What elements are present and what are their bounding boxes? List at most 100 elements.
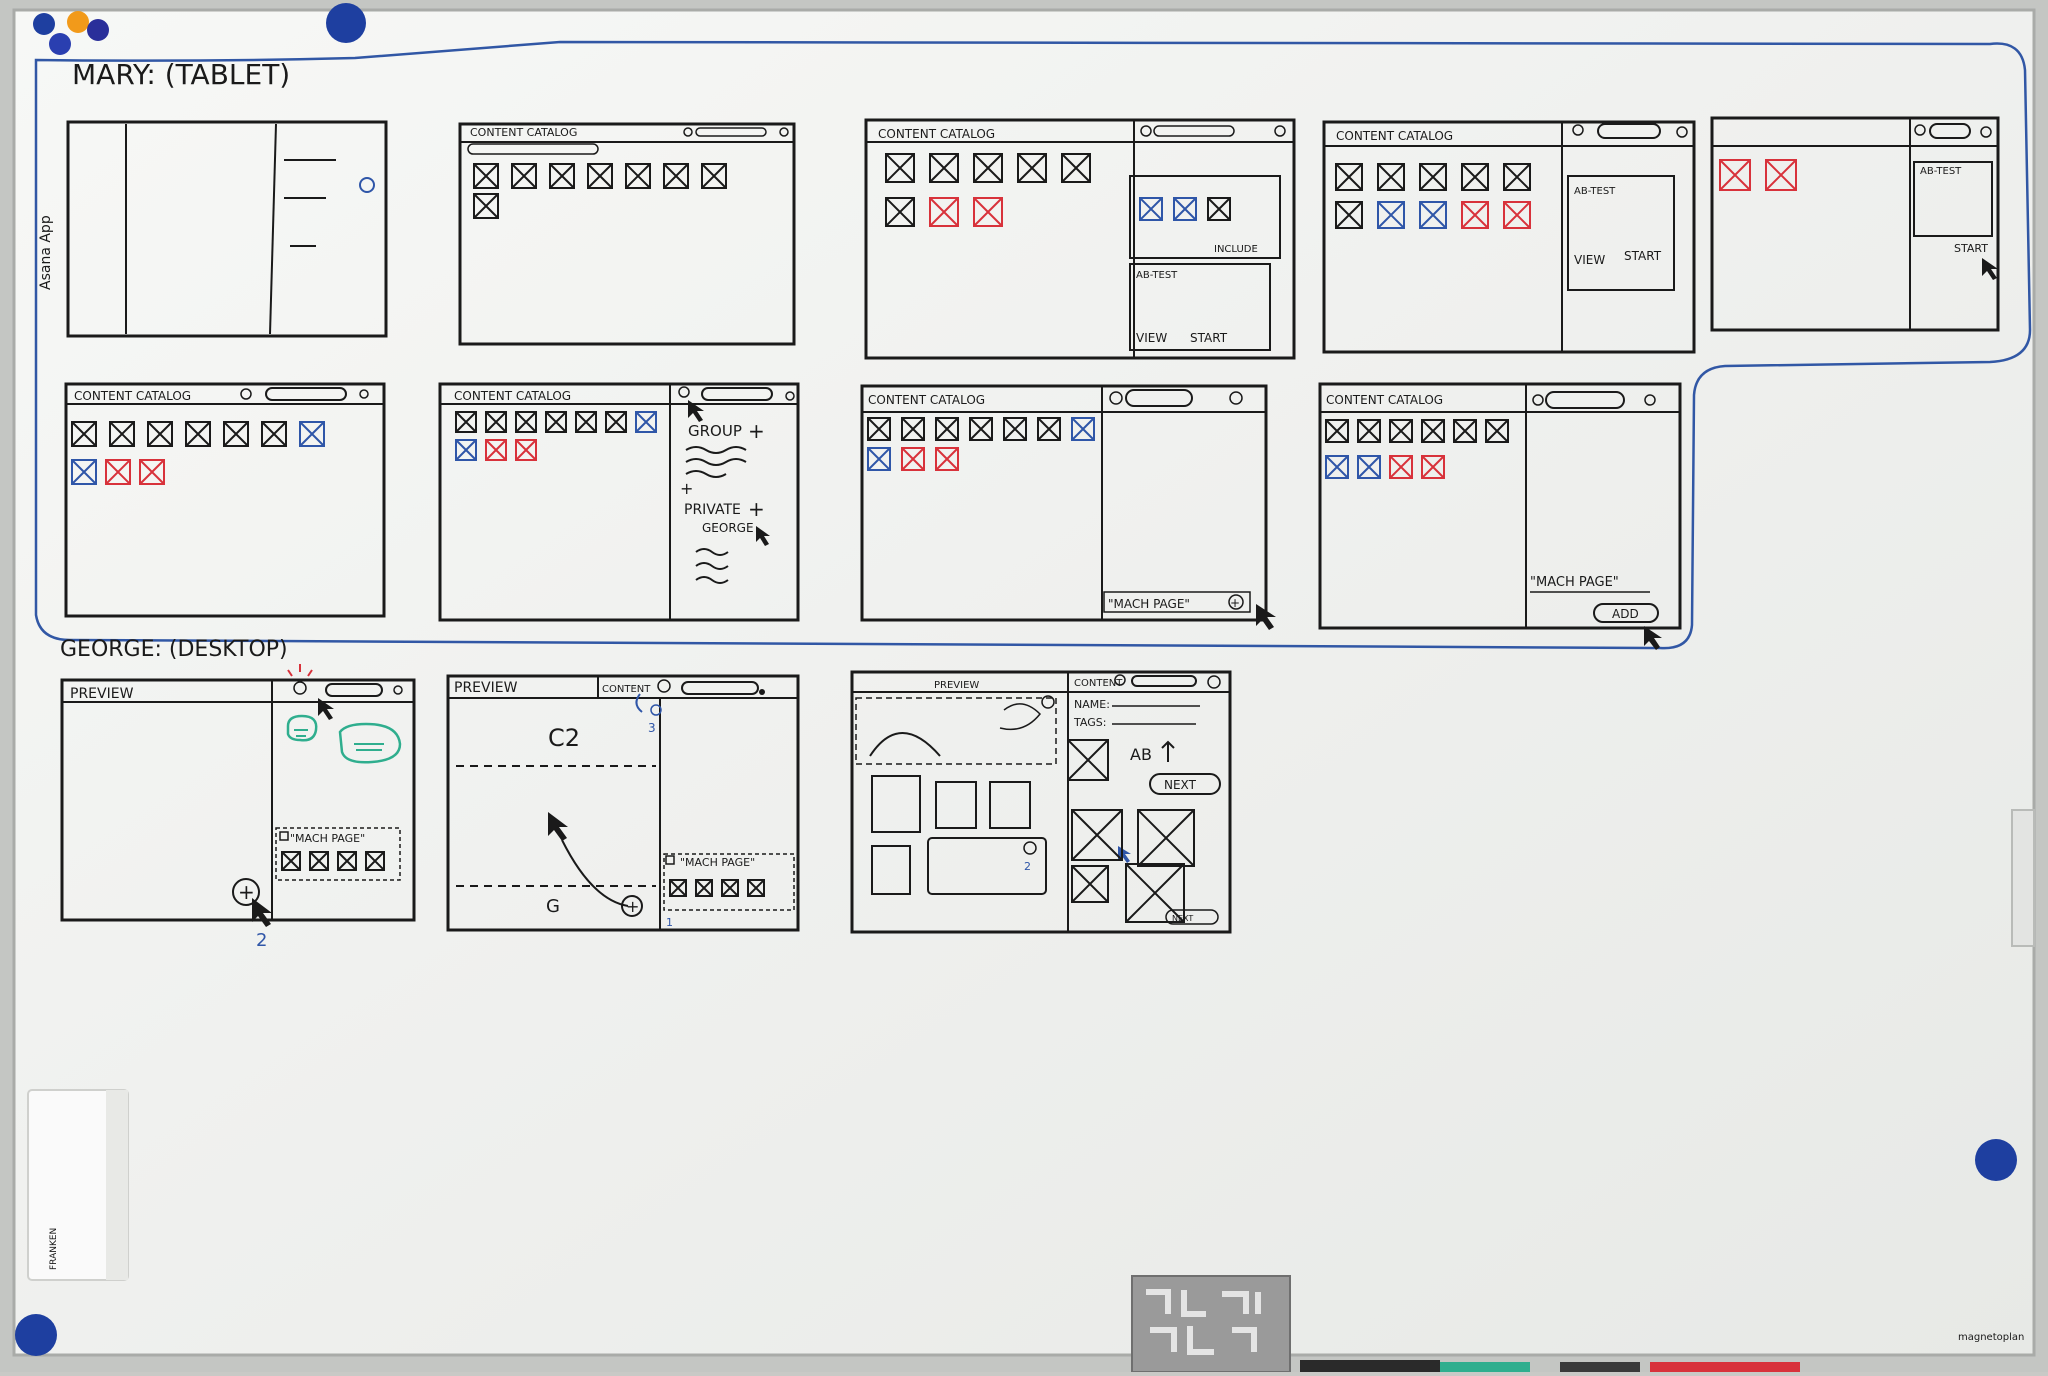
thumbnail-box xyxy=(605,411,627,433)
add-label: ADD xyxy=(1612,607,1639,621)
thumbnail-cross xyxy=(105,459,131,485)
thumbnail-box xyxy=(1357,455,1381,479)
thumbnail-box xyxy=(105,459,131,485)
mach-page-label: "MACH PAGE" xyxy=(1108,597,1190,611)
thumbnail-cross xyxy=(969,417,993,441)
thumbnail-box xyxy=(701,163,727,189)
thumbnail-box xyxy=(71,459,97,485)
ab-label: AB xyxy=(1130,745,1152,764)
thumbnail-cross xyxy=(1071,809,1123,861)
step-number: 2 xyxy=(1024,860,1031,873)
search-icon xyxy=(1572,124,1584,136)
plus-icon: + xyxy=(680,479,693,498)
thumbnail-box xyxy=(1071,417,1095,441)
thumbnail-box xyxy=(365,851,385,871)
thumbnail-box xyxy=(515,439,537,461)
side-label: Asana App xyxy=(38,215,54,290)
thumbnail-box xyxy=(935,417,959,441)
thumbnail-box xyxy=(455,411,477,433)
thumbnail-cross xyxy=(139,459,165,485)
thumbnail-box xyxy=(1325,455,1349,479)
thumbnail-box xyxy=(1067,739,1109,781)
sketch-frame xyxy=(60,678,416,922)
thumbnail-cross xyxy=(1357,419,1381,443)
sketch-title: CONTENT CATALOG xyxy=(1336,129,1453,143)
thumbnail-cross xyxy=(1389,455,1413,479)
thumbnail-cross xyxy=(1125,863,1185,923)
thumbnail-box xyxy=(1421,455,1445,479)
thumbnail-box xyxy=(1503,163,1531,191)
thumbnail-cross xyxy=(549,163,575,189)
thumbnail-box xyxy=(1173,197,1197,221)
thumbnail-box xyxy=(1071,809,1123,861)
thumbnail-box xyxy=(1461,201,1489,229)
cursor-icon xyxy=(1982,258,1998,280)
thumbnail-cross xyxy=(109,421,135,447)
cursor-icon xyxy=(548,812,568,841)
thumbnail-cross xyxy=(1461,201,1489,229)
thumbnail-box xyxy=(1389,419,1413,443)
thumbnail-box xyxy=(885,197,915,227)
sketch-note: VIEW xyxy=(1136,331,1167,345)
thumbnail-box xyxy=(885,153,915,183)
sketch-frame xyxy=(64,382,386,618)
thumbnail-box xyxy=(139,459,165,485)
thumbnail-cross xyxy=(973,197,1003,227)
thumbnail-cross xyxy=(545,411,567,433)
thumbnail-cross xyxy=(485,411,507,433)
thumbnail-box xyxy=(929,197,959,227)
sketch-frame xyxy=(1322,120,1696,354)
thumbnail-boxes xyxy=(71,153,1797,923)
thumbnail-box xyxy=(901,447,925,471)
thumbnail-box xyxy=(1485,419,1509,443)
thumbnail-cross xyxy=(1017,153,1047,183)
thumbnail-cross xyxy=(1485,419,1509,443)
tablet-heading: MARY: (TABLET) xyxy=(72,58,290,91)
thumbnail-box xyxy=(147,421,173,447)
thumbnail-cross xyxy=(1421,455,1445,479)
thumbnail-box xyxy=(935,447,959,471)
g-label: G xyxy=(546,896,560,917)
sketch-title: CONTENT CATALOG xyxy=(878,127,995,141)
cursor-icon xyxy=(318,698,334,720)
plus-icon: + xyxy=(748,497,765,521)
next-label: NEXT xyxy=(1164,778,1197,792)
thumbnail-box xyxy=(549,163,575,189)
thumbnail-box xyxy=(1453,419,1477,443)
sketch-frame xyxy=(850,670,1232,934)
thumbnail-box xyxy=(485,411,507,433)
thumbnail-box xyxy=(973,197,1003,227)
thumbnail-cross xyxy=(901,417,925,441)
sketch-frame xyxy=(446,674,800,932)
thumbnail-cross xyxy=(663,163,689,189)
sketch-frame xyxy=(1710,116,2000,332)
sketch-frame xyxy=(438,382,800,622)
cursor-icon xyxy=(1256,604,1276,630)
thumbnail-box xyxy=(1419,163,1447,191)
thumbnail-cross xyxy=(1173,197,1197,221)
thumbnail-box xyxy=(625,163,651,189)
plus-icon: + xyxy=(748,419,765,443)
sketch-frame xyxy=(66,120,388,338)
thumbnail-cross xyxy=(515,439,537,461)
sketch-frame xyxy=(860,384,1268,622)
mach-page-label: "MACH PAGE" xyxy=(1530,575,1619,590)
thumbnail-cross xyxy=(1139,197,1163,221)
thumbnail-box xyxy=(1003,417,1027,441)
thumbnail-cross xyxy=(365,851,385,871)
thumbnail-box xyxy=(1207,197,1231,221)
thumbnail-box xyxy=(1125,863,1185,923)
thumbnail-box xyxy=(695,879,713,897)
thumbnail-cross xyxy=(1335,201,1363,229)
thumbnail-cross xyxy=(473,193,499,219)
search-icon xyxy=(657,679,671,693)
search-icon xyxy=(1140,125,1152,137)
sketch-title: CONTENT xyxy=(602,684,651,695)
thumbnail-cross xyxy=(1003,417,1027,441)
magnet-icon xyxy=(67,11,89,33)
step-number: 1 xyxy=(666,916,673,929)
thumbnail-cross xyxy=(1419,201,1447,229)
thumbnail-cross xyxy=(669,879,687,897)
sketch-title: CONTENT CATALOG xyxy=(470,126,577,139)
thumbnail-cross xyxy=(337,851,357,871)
